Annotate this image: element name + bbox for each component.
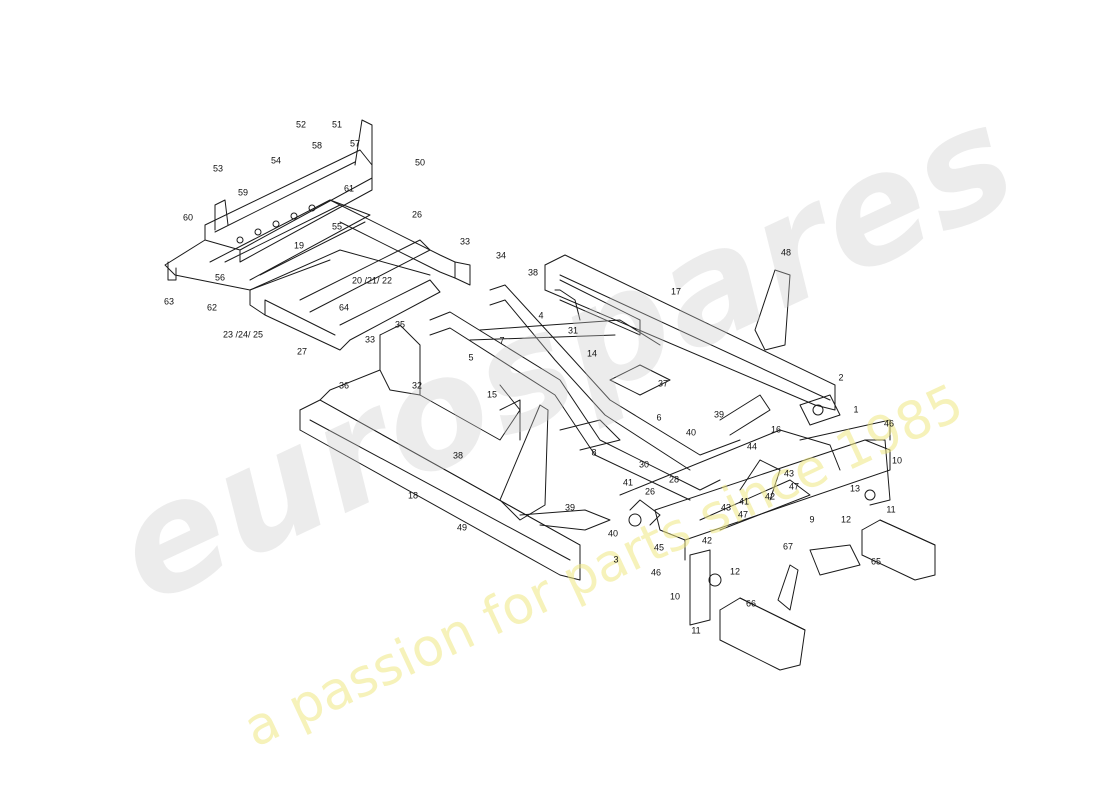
part-callout-53: 53 bbox=[212, 163, 224, 174]
part-callout-6: 6 bbox=[656, 412, 662, 423]
part-callout-47a: 47 bbox=[788, 481, 800, 492]
part-callout-56: 56 bbox=[214, 272, 226, 283]
part-callout-11a: 11 bbox=[886, 504, 896, 515]
part-callout-49: 49 bbox=[456, 522, 468, 533]
part-callout-51: 51 bbox=[331, 119, 343, 130]
part-callout-42b: 42 bbox=[701, 535, 713, 546]
part-callout-39b: 39 bbox=[564, 502, 576, 513]
part-callout-46a: 46 bbox=[883, 418, 895, 429]
part-callout-32: 32 bbox=[411, 380, 423, 391]
part-callout-28: 28 bbox=[668, 474, 680, 485]
part-callout-43a: 43 bbox=[783, 468, 795, 479]
part-callout-14: 14 bbox=[586, 348, 598, 359]
part-callout-18: 18 bbox=[407, 490, 419, 501]
part-callout-19: 19 bbox=[293, 240, 305, 251]
part-callout-13: 13 bbox=[849, 483, 861, 494]
part-callout-26b: 26 bbox=[644, 486, 656, 497]
part-callout-40a: 40 bbox=[685, 427, 697, 438]
part-callout-27: 27 bbox=[296, 346, 308, 357]
part-callout-7: 7 bbox=[499, 335, 505, 346]
part-callout-15: 15 bbox=[486, 389, 498, 400]
part-callout-44: 44 bbox=[746, 441, 758, 452]
part-callout-61: 61 bbox=[343, 183, 355, 194]
mid-panels bbox=[499, 269, 791, 531]
part-callout-59: 59 bbox=[237, 187, 249, 198]
loose-brackets bbox=[719, 519, 936, 671]
part-callout-65: 65 bbox=[870, 556, 882, 567]
part-callout-62: 62 bbox=[206, 302, 218, 313]
part-callout-23: 23 /24/ 25 bbox=[222, 329, 264, 340]
part-callout-5: 5 bbox=[468, 352, 474, 363]
part-callout-33a: 33 bbox=[459, 236, 471, 247]
part-callout-1: 1 bbox=[853, 404, 859, 415]
part-callout-9: 9 bbox=[809, 514, 815, 525]
part-callout-47b: 47 bbox=[737, 509, 749, 520]
part-callout-8: 8 bbox=[591, 447, 597, 458]
part-callout-41a: 41 bbox=[622, 477, 634, 488]
part-callout-35: 35 bbox=[394, 319, 406, 330]
part-callout-54: 54 bbox=[270, 155, 282, 166]
part-callout-4: 4 bbox=[538, 310, 544, 321]
part-callout-20: 20 /21/ 22 bbox=[351, 275, 393, 286]
part-callout-60: 60 bbox=[182, 212, 194, 223]
part-callout-55: 55 bbox=[331, 221, 343, 232]
part-callout-36: 36 bbox=[338, 380, 350, 391]
part-callout-37: 37 bbox=[657, 378, 669, 389]
part-callout-58: 58 bbox=[311, 140, 323, 151]
part-callout-2: 2 bbox=[838, 372, 844, 383]
part-callout-11b: 11 bbox=[691, 625, 701, 636]
part-callout-31: 31 bbox=[567, 325, 579, 336]
part-callout-12b: 12 bbox=[729, 566, 741, 577]
part-callout-10b: 10 bbox=[669, 591, 681, 602]
part-callout-34: 34 bbox=[495, 250, 507, 261]
part-callout-10a: 10 bbox=[891, 455, 903, 466]
part-callout-46b: 46 bbox=[650, 567, 662, 578]
part-callout-66: 66 bbox=[745, 598, 757, 609]
part-callout-17: 17 bbox=[670, 286, 682, 297]
part-callout-42a: 42 bbox=[764, 491, 776, 502]
part-callout-3: 3 bbox=[613, 554, 619, 565]
part-callout-57: 57 bbox=[349, 138, 361, 149]
part-callout-67: 67 bbox=[782, 541, 794, 552]
main-frame-rails bbox=[299, 254, 836, 581]
front-subframe bbox=[619, 394, 891, 626]
part-callout-45: 45 bbox=[653, 542, 665, 553]
part-callout-38b: 38 bbox=[452, 450, 464, 461]
part-callout-16: 16 bbox=[770, 424, 782, 435]
part-callout-52: 52 bbox=[295, 119, 307, 130]
part-callout-50: 50 bbox=[414, 157, 426, 168]
part-callout-26a: 26 bbox=[411, 209, 423, 220]
centre-backbone bbox=[319, 284, 771, 501]
part-callout-39a: 39 bbox=[713, 409, 725, 420]
part-callout-41b: 41 bbox=[738, 496, 750, 507]
part-callout-12a: 12 bbox=[840, 514, 852, 525]
part-callout-43b: 43 bbox=[720, 502, 732, 513]
part-callout-33b: 33 bbox=[364, 334, 376, 345]
part-callout-38a: 38 bbox=[527, 267, 539, 278]
part-callout-63: 63 bbox=[163, 296, 175, 307]
part-callout-64: 64 bbox=[338, 302, 350, 313]
part-callout-30: 30 bbox=[638, 459, 650, 470]
rear-subframe bbox=[164, 119, 471, 351]
part-callout-40b: 40 bbox=[607, 528, 619, 539]
part-callout-48: 48 bbox=[780, 247, 792, 258]
